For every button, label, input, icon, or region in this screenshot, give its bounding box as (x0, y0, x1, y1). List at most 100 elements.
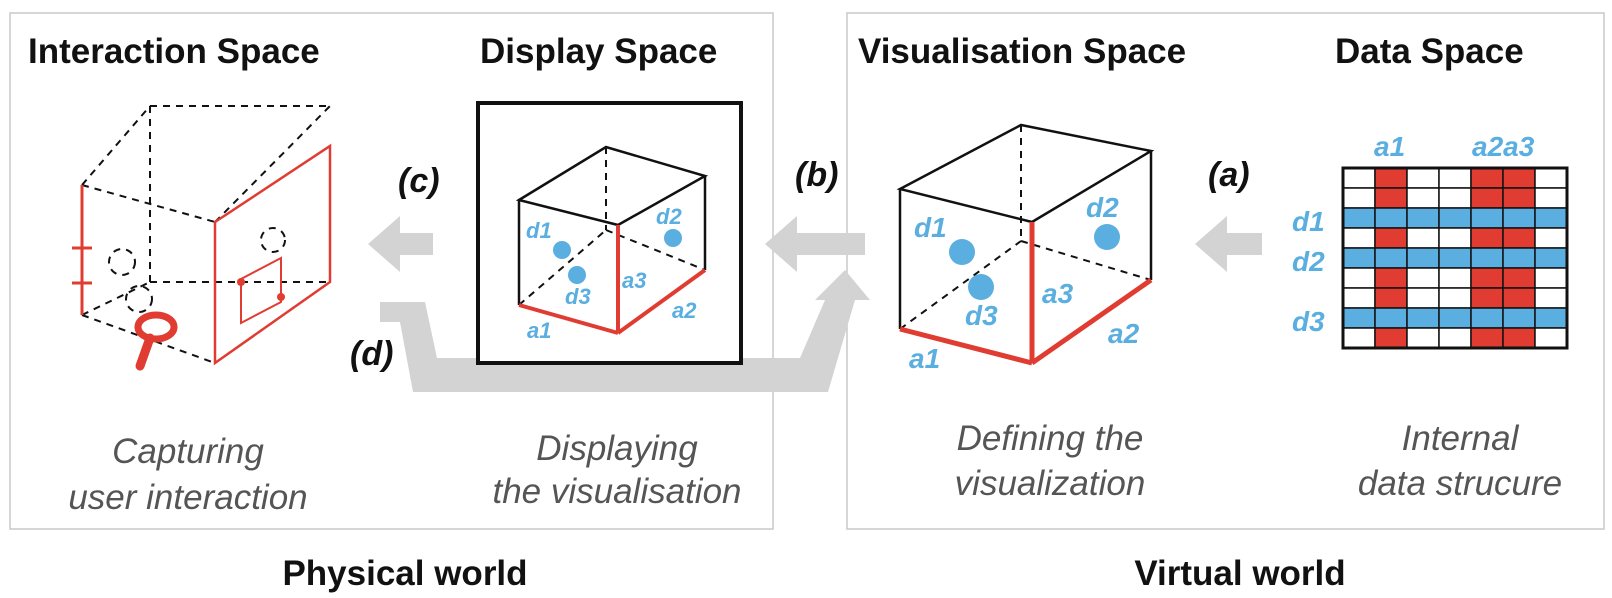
table-cell (1406, 247, 1440, 269)
table-cell (1406, 207, 1440, 229)
display-frame (476, 101, 743, 365)
table-cell (1374, 167, 1408, 189)
table-cell (1438, 267, 1472, 289)
visualisation-desc-line2: visualization (955, 464, 1146, 503)
display-space-title: Display Space (480, 32, 717, 71)
visualisation-space-title: Visualisation Space (858, 32, 1186, 71)
arrow-c (368, 216, 433, 272)
table-cell (1534, 247, 1568, 269)
table-cell (1406, 327, 1440, 349)
vis-d2-label: d2 (1086, 192, 1119, 223)
table-cell (1534, 207, 1568, 229)
table-cell (1438, 287, 1472, 309)
display-d2-label: d2 (656, 204, 682, 229)
visualisation-cube (896, 123, 1155, 366)
table-cell (1374, 187, 1408, 209)
table-cell (1438, 327, 1472, 349)
arrow-c-label: (c) (398, 162, 440, 200)
interaction-space-title: Interaction Space (28, 32, 320, 71)
table-cell (1502, 267, 1536, 289)
table-cell (1438, 247, 1472, 269)
table-cell (1438, 307, 1472, 329)
display-desc-line2: the visualisation (492, 472, 741, 511)
table-cell (1470, 247, 1504, 269)
table-cell (1502, 227, 1536, 249)
table-cell (1534, 227, 1568, 249)
table-cell (1438, 207, 1472, 229)
table-col-label-a1: a1 (1374, 131, 1405, 162)
table-cell (1534, 287, 1568, 309)
display-a1-label: a1 (527, 318, 551, 343)
table-row-label-d1: d1 (1292, 206, 1325, 237)
table-cell (1342, 187, 1376, 209)
display-a2-label: a2 (672, 298, 697, 323)
table-cell (1406, 187, 1440, 209)
data-desc-line1: Internal (1402, 419, 1520, 458)
table-cell (1502, 327, 1536, 349)
table-cell (1534, 327, 1568, 349)
table-cell (1470, 267, 1504, 289)
table-cell (1534, 307, 1568, 329)
table-cell (1374, 327, 1408, 349)
display-cube (515, 145, 709, 335)
table-cell (1374, 267, 1408, 289)
table-cell (1374, 287, 1408, 309)
data-space-title: Data Space (1335, 32, 1524, 71)
table-cell (1502, 167, 1536, 189)
table-cell (1342, 207, 1376, 229)
vis-d3-label: d3 (965, 300, 998, 331)
table-cell (1342, 327, 1376, 349)
table-col-label-a2a3: a2a3 (1472, 131, 1535, 162)
interaction-desc-line1: Capturing (112, 432, 264, 471)
table-cell (1406, 287, 1440, 309)
table-cell (1502, 247, 1536, 269)
table-cell (1470, 327, 1504, 349)
table-cell (1534, 267, 1568, 289)
table-cell (1374, 307, 1408, 329)
table-cell (1438, 167, 1472, 189)
table-cell (1470, 287, 1504, 309)
table-cell (1374, 227, 1408, 249)
arrow-a (1195, 216, 1262, 272)
display-d1-label: d1 (526, 218, 552, 243)
vis-a1-label: a1 (909, 343, 940, 374)
arrow-b-label: (b) (795, 156, 838, 194)
display-a3-label: a3 (622, 268, 646, 293)
data-table (1341, 166, 1569, 350)
table-cell (1502, 287, 1536, 309)
virtual-world-label: Virtual world (1134, 554, 1345, 593)
visualisation-desc-line1: Defining the (957, 419, 1144, 458)
table-cell (1502, 307, 1536, 329)
table-cell (1534, 167, 1568, 189)
vis-d1-label: d1 (914, 212, 947, 243)
table-cell (1534, 187, 1568, 209)
table-cell (1406, 307, 1440, 329)
table-cell (1342, 287, 1376, 309)
interaction-desc-line2: user interaction (68, 478, 307, 517)
table-cell (1342, 167, 1376, 189)
table-cell (1342, 267, 1376, 289)
table-row-label-d2: d2 (1292, 246, 1325, 277)
table-row-label-d3: d3 (1292, 306, 1325, 337)
table-cell (1342, 307, 1376, 329)
data-desc-line2: data strucure (1358, 464, 1562, 503)
table-cell (1470, 307, 1504, 329)
vis-a2-label: a2 (1108, 318, 1140, 349)
physical-panel (9, 12, 774, 530)
table-cell (1470, 227, 1504, 249)
table-cell (1406, 167, 1440, 189)
display-d3-label: d3 (565, 284, 591, 309)
table-border (1341, 166, 1569, 350)
arrow-d-label: (d) (350, 335, 393, 373)
table-cell (1438, 227, 1472, 249)
table-cell (1502, 207, 1536, 229)
table-cell (1502, 187, 1536, 209)
interaction-cube (72, 105, 332, 371)
arrow-a-label: (a) (1208, 156, 1250, 194)
vis-a3-label: a3 (1042, 278, 1074, 309)
table-cell (1470, 167, 1504, 189)
table-cell (1406, 227, 1440, 249)
virtual-panel (846, 12, 1605, 530)
table-cell (1470, 187, 1504, 209)
table-cell (1342, 227, 1376, 249)
